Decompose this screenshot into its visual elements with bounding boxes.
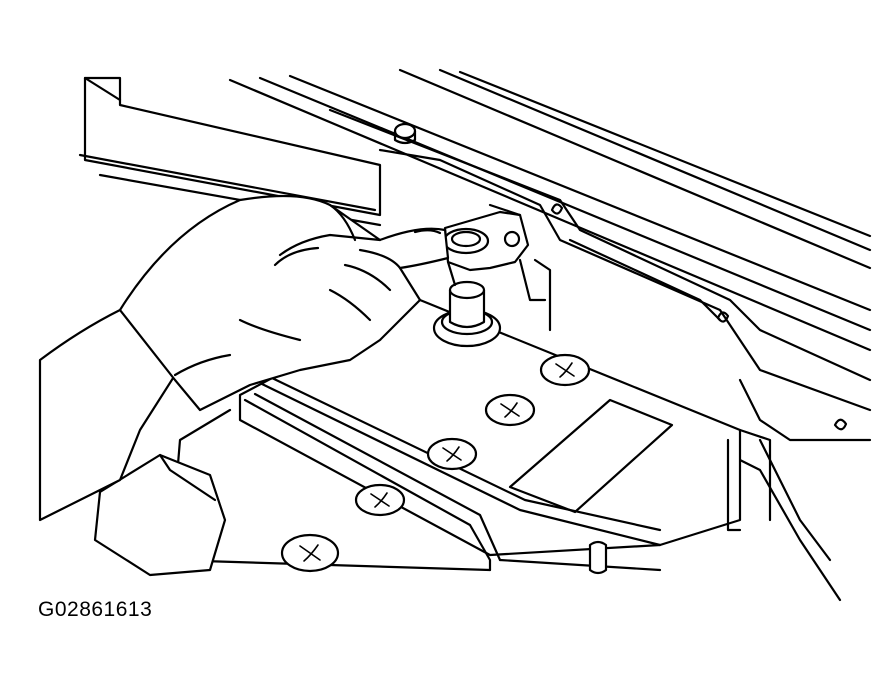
hold-down-block (93, 453, 227, 577)
panel-bolt (393, 122, 417, 145)
battery-terminal-post-icon (432, 280, 502, 348)
hand-icon (38, 194, 450, 522)
figure-code: G02861613 (38, 598, 153, 621)
left-bracket (78, 76, 382, 227)
cable-clamp-icon (354, 203, 552, 332)
panel-clip (550, 203, 848, 431)
battery-cell-cap (280, 353, 591, 573)
